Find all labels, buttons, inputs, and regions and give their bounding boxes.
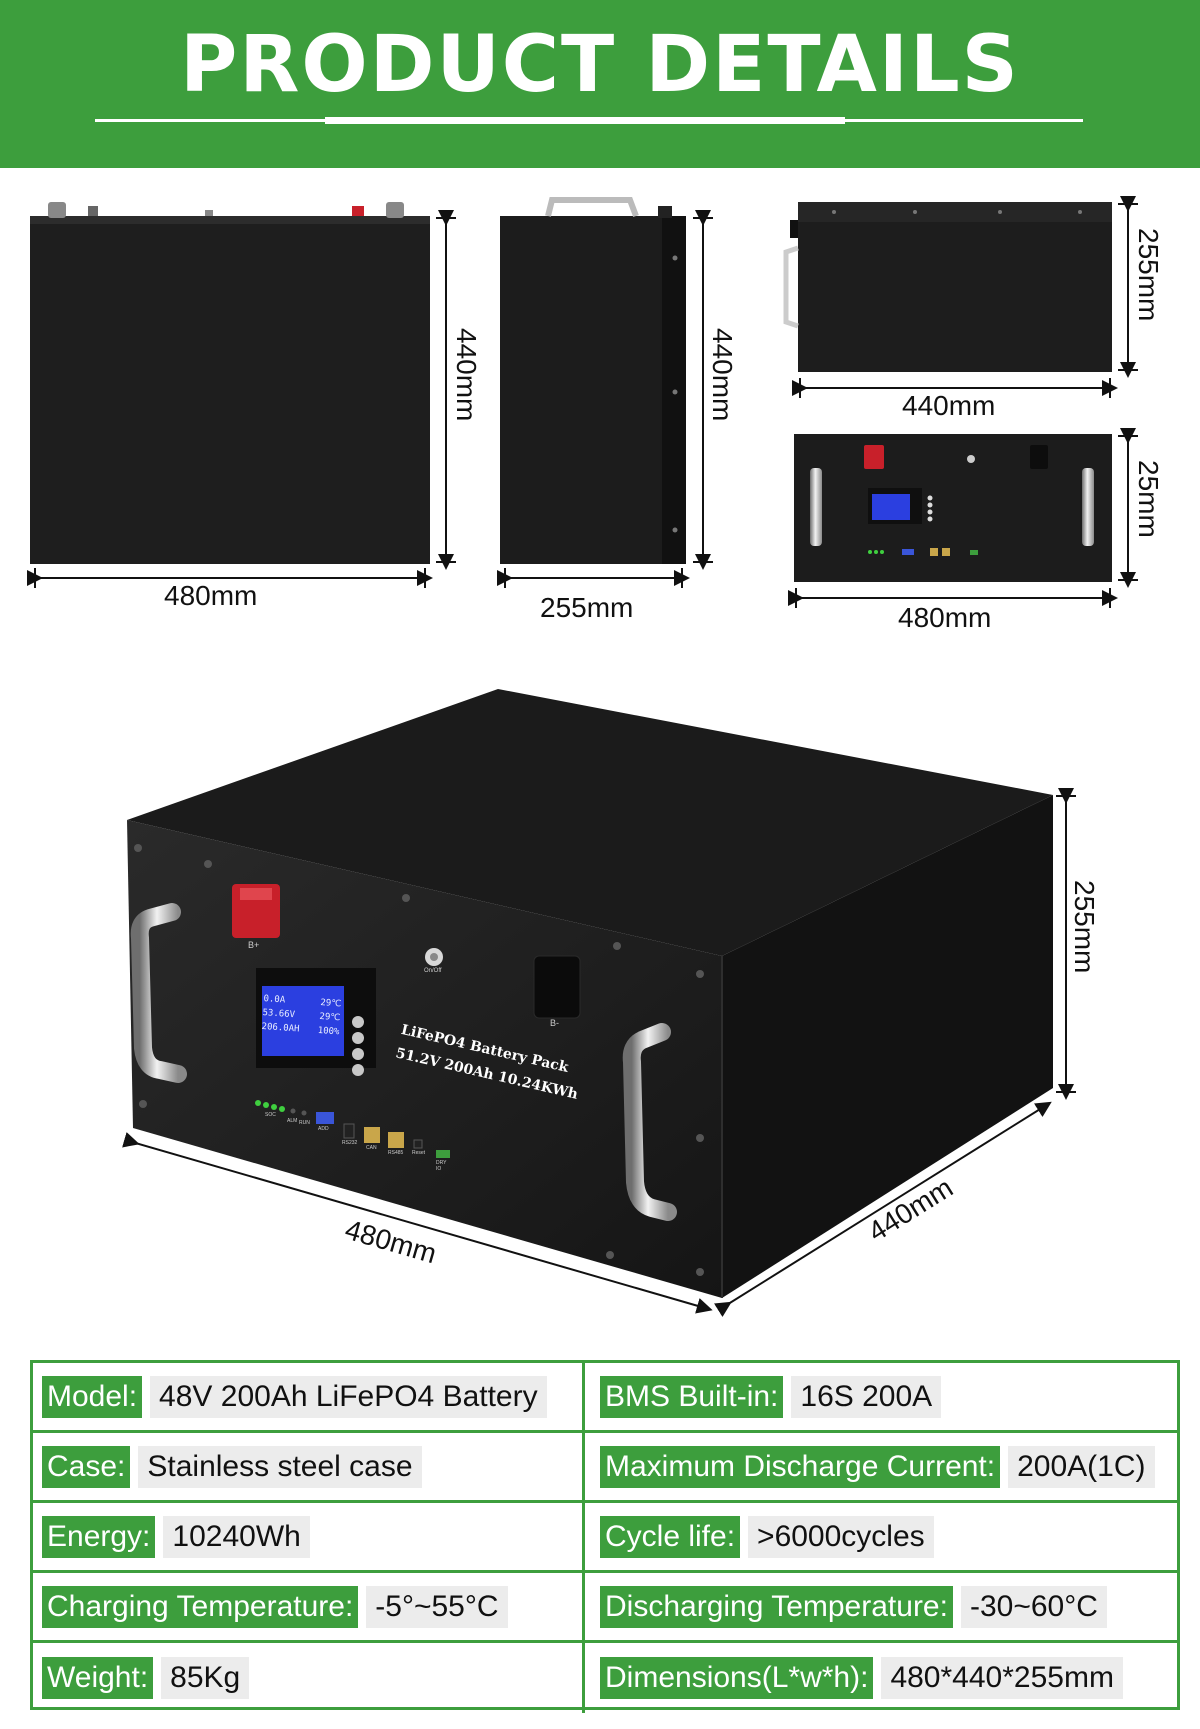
front-view (27, 202, 456, 588)
spec-value: 48V 200Ah LiFePO4 Battery (150, 1375, 547, 1418)
side-height-label: 440mm (707, 328, 738, 422)
panel-view-lcd (872, 494, 910, 520)
lcd-temp-1: 29℃ (320, 997, 342, 1010)
lcd-capacity: 206.0AH (261, 1021, 300, 1035)
spec-row: Case: Stainless steel case Maximum Disch… (33, 1433, 1177, 1503)
spec-label: Case: (42, 1445, 131, 1488)
spec-value: -30~60°C (960, 1585, 1107, 1628)
panel-view-terminal-pos (864, 445, 884, 469)
spec-cell-max-discharge: Maximum Discharge Current: 200A(1C) (585, 1433, 1177, 1500)
lcd-temp-2: 29℃ (319, 1011, 341, 1024)
side-view-handle (545, 197, 639, 218)
port-label-can: CAN (366, 1145, 377, 1151)
spec-cell-dimensions: Dimensions(L*w*h): 480*440*255mm (585, 1643, 1177, 1713)
panel-view (788, 428, 1138, 608)
port-label-run: RUN (299, 1120, 310, 1126)
front-view-terminal (352, 206, 364, 216)
terminal-positive-label: B+ (248, 940, 260, 950)
spec-cell-cycle-life: Cycle life: >6000cycles (585, 1503, 1177, 1570)
battery-rs485-port (388, 1132, 404, 1148)
lcd-current: 0.0A (263, 993, 286, 1006)
spec-label: Cycle life: (600, 1515, 741, 1558)
front-view-handle-left (48, 202, 66, 218)
spec-cell-charging-temp: Charging Temperature: -5°~55°C (33, 1573, 585, 1640)
port-label-rs232: RS232 (342, 1140, 358, 1146)
panel-view-handle-left (810, 468, 822, 546)
front-width-label: 480mm (164, 580, 258, 611)
spec-cell-discharging-temp: Discharging Temperature: -30~60°C (585, 1573, 1177, 1640)
battery-lcd-screen (262, 986, 344, 1056)
port-label-dry: DRY IO (436, 1160, 447, 1172)
front-view-case (30, 216, 430, 564)
battery-3d-illustration (122, 689, 1076, 1318)
port-label-rs485: RS485 (388, 1150, 404, 1156)
page-title: PRODUCT DETAILS (180, 20, 1020, 110)
port-label-alm: ALM (287, 1118, 298, 1124)
panel-width-label: 480mm (898, 602, 992, 633)
spec-value: 85Kg (161, 1657, 250, 1699)
side-view-case (500, 216, 662, 564)
panel-view-terminal-neg (1030, 445, 1048, 469)
front-view-handle-right (386, 202, 404, 218)
spec-cell-energy: Energy: 10240Wh (33, 1503, 585, 1570)
lcd-readout: 0.0A 29℃ 53.66V 29℃ 206.0AH 100% (261, 992, 342, 1039)
spec-table: Model: 48V 200Ah LiFePO4 Battery BMS Bui… (30, 1360, 1180, 1713)
lcd-voltage: 53.66V (262, 1007, 296, 1021)
spec-value: 10240Wh (163, 1515, 310, 1558)
spec-value: Stainless steel case (138, 1445, 422, 1488)
spec-value: 16S 200A (791, 1375, 942, 1418)
battery-can-port (364, 1127, 380, 1143)
top-view-case (798, 202, 1112, 372)
spec-label: BMS Built-in: (600, 1375, 784, 1418)
top-height-label: 255mm (1133, 228, 1164, 322)
main-height-label: 255mm (1069, 880, 1100, 974)
top-width-label: 440mm (902, 390, 996, 421)
panel-view-handle-right (1082, 468, 1094, 546)
port-label-add: ADD (318, 1126, 329, 1132)
top-view (783, 196, 1138, 398)
power-button-label: On/Off (424, 968, 442, 974)
spec-cell-case: Case: Stainless steel case (33, 1433, 585, 1500)
battery-handle-left (130, 903, 187, 1083)
spec-label: Model: (42, 1375, 143, 1418)
port-label-soc: SOC (265, 1112, 276, 1118)
top-view-handle (783, 245, 799, 329)
spec-value: 480*440*255mm (881, 1657, 1123, 1699)
battery-negative-terminal (533, 955, 581, 1019)
product-diagrams (27, 196, 1138, 1318)
spec-label: Weight: (42, 1657, 154, 1699)
spec-row: Weight: 85Kg Dimensions(L*w*h): 480*440*… (33, 1643, 1177, 1713)
spec-row: Charging Temperature: -5°~55°C Dischargi… (33, 1573, 1177, 1643)
spec-label: Energy: (42, 1515, 156, 1558)
terminal-negative-label: B- (550, 1018, 559, 1028)
title-underline-accent (325, 117, 845, 124)
spec-label: Maximum Discharge Current: (600, 1445, 1001, 1488)
lcd-soc: 100% (317, 1025, 340, 1038)
port-label-reset: Reset (412, 1150, 426, 1156)
spec-cell-weight: Weight: 85Kg (33, 1643, 585, 1713)
battery-dip-switch (316, 1112, 334, 1124)
spec-value: >6000cycles (748, 1515, 934, 1558)
battery-top-face (127, 689, 1053, 956)
battery-dry-io (436, 1150, 450, 1158)
panel-view-case (794, 434, 1112, 582)
spec-label: Dimensions(L*w*h): (600, 1657, 874, 1699)
side-view (497, 197, 713, 588)
spec-label: Charging Temperature: (42, 1585, 359, 1628)
front-height-label: 440mm (451, 328, 482, 422)
spec-row: Model: 48V 200Ah LiFePO4 Battery BMS Bui… (33, 1363, 1177, 1433)
header-banner: PRODUCT DETAILS (0, 0, 1200, 168)
spec-value: 200A(1C) (1008, 1445, 1155, 1488)
panel-height-label: 25mm (1133, 460, 1164, 538)
spec-value: -5°~55°C (366, 1585, 508, 1628)
spec-cell-model: Model: 48V 200Ah LiFePO4 Battery (33, 1363, 585, 1430)
spec-label: Discharging Temperature: (600, 1585, 953, 1628)
spec-row: Energy: 10240Wh Cycle life: >6000cycles (33, 1503, 1177, 1573)
spec-cell-bms: BMS Built-in: 16S 200A (585, 1363, 1177, 1430)
side-depth-label: 255mm (540, 592, 634, 623)
